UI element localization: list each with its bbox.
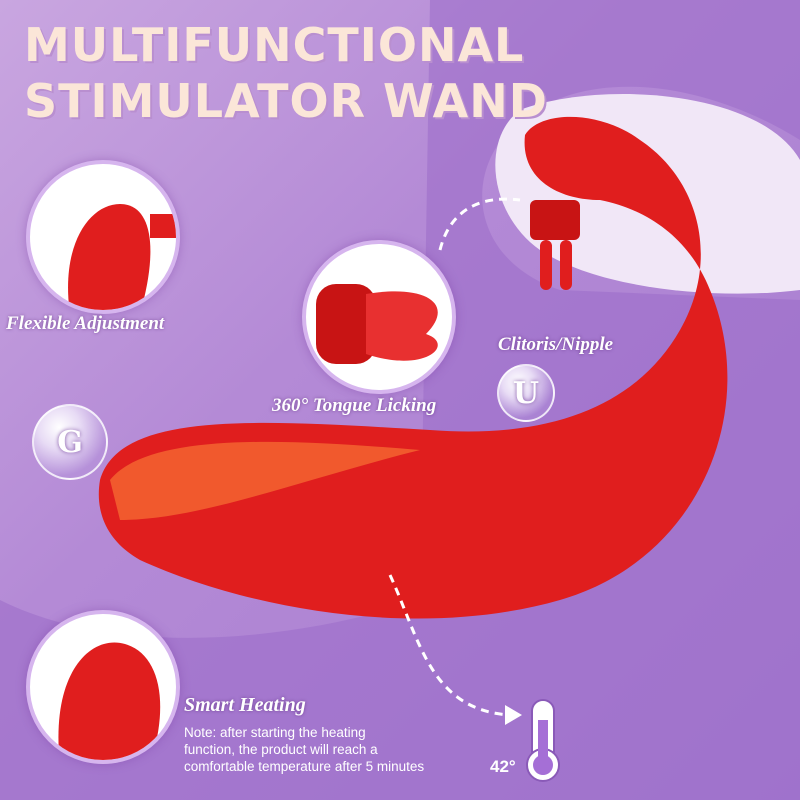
product-image (98, 116, 728, 725)
thermometer-icon (526, 699, 560, 782)
note-line: function, the product will reach a (184, 742, 378, 757)
feature-label-flexible: Flexible Adjustment (6, 313, 165, 334)
feature-label-clitoris: Clitoris/Nipple (498, 334, 614, 355)
feature-label-tongue: 360° Tongue Licking (272, 395, 437, 416)
feature-image-tongue (302, 240, 456, 394)
badge-u: U (497, 364, 555, 422)
note-line: Note: after starting the heating (184, 725, 366, 740)
feature-image-heating (26, 610, 180, 764)
title-line-1: MULTIFUNCTIONAL (24, 18, 525, 72)
feature-label-heating: Smart Heating (184, 694, 306, 716)
title-line-2: STIMULATOR WAND (24, 74, 548, 128)
heating-note: Note: after starting the heating functio… (184, 724, 424, 775)
feature-image-flexible (26, 160, 180, 314)
badge-g: G (32, 404, 108, 480)
note-line: comfortable temperature after 5 minutes (184, 759, 425, 774)
temperature-value: 42° (490, 757, 516, 776)
